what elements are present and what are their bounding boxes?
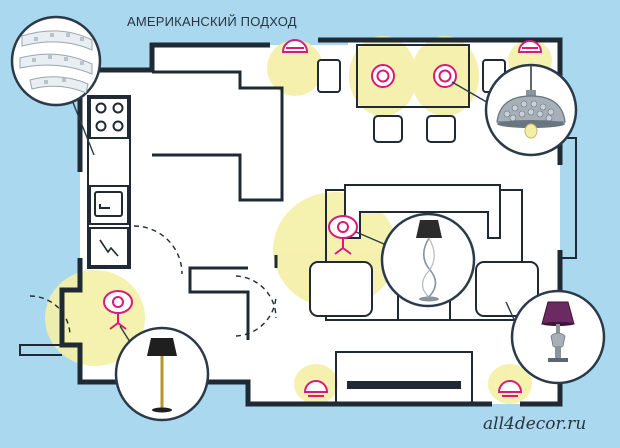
corner-spot-symbol — [517, 40, 543, 53]
kitchen — [87, 70, 284, 269]
armchair-left — [309, 261, 373, 317]
leader-lines — [71, 81, 519, 343]
diagram-title: АМЕРИКАНСКИЙ ПОДХОД — [127, 14, 297, 29]
door-left — [29, 295, 71, 337]
led-strip-inset — [10, 15, 102, 107]
living-lamp-symbol — [328, 215, 358, 255]
hall-lamp-symbol — [103, 290, 133, 330]
chandelier-inset — [484, 63, 578, 157]
door-kitchen — [133, 225, 183, 275]
dishwasher — [89, 227, 129, 267]
lamp-symbols — [103, 39, 543, 397]
door-hall-1 — [235, 275, 277, 319]
leader-chandelier — [451, 81, 491, 105]
door-arcs — [29, 225, 277, 337]
window-left — [19, 344, 62, 356]
window-frames — [19, 137, 577, 356]
pendant-right-symbol — [433, 64, 457, 88]
table-lamp-inset — [510, 289, 606, 385]
wall-top-left — [77, 42, 270, 172]
sofa — [344, 184, 501, 239]
dining-table — [356, 44, 470, 108]
tv-stand — [335, 351, 473, 405]
stove — [89, 97, 129, 139]
tv — [347, 381, 461, 389]
armchair-right — [475, 261, 539, 317]
partition-wall — [188, 266, 250, 340]
leader-floor-lamp — [355, 231, 385, 245]
brand-watermark: all4decor.ru — [483, 414, 587, 434]
inner-walls — [188, 255, 278, 340]
pendant-left-symbol — [371, 64, 395, 88]
tv-right-sconce-symbol — [497, 380, 523, 397]
ceiling-spot-symbol — [281, 39, 309, 53]
window-right — [560, 137, 577, 259]
door-hall-2 — [235, 295, 277, 337]
floor-lamp-inset — [380, 212, 476, 308]
living-room — [309, 184, 539, 405]
kitchen-island — [152, 70, 284, 202]
tv-left-sconce-symbol — [303, 380, 329, 397]
leader-hall-lamp — [119, 325, 131, 343]
hall-floor-lamp-inset — [114, 326, 210, 422]
leader-led — [71, 99, 95, 156]
glow-ceiling-spot — [267, 40, 323, 96]
